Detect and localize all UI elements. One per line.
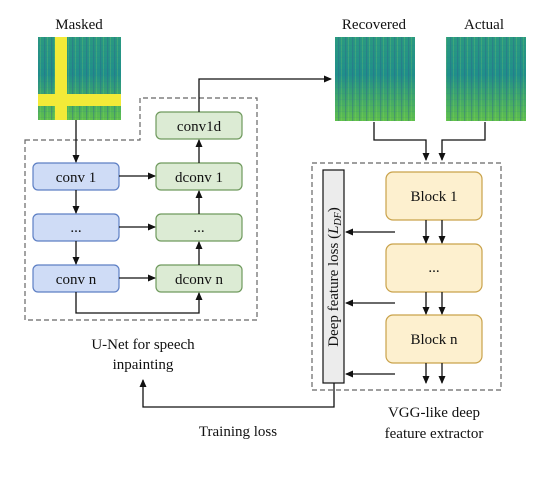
actual-label: Actual [464,17,504,33]
masked-label: Masked [55,17,103,33]
deep-feature-loss-label: Deep feature loss (LDF) [326,207,344,347]
vgg-block-1 [385,171,483,221]
masked-spectrogram [38,37,121,120]
unet-caption-line2: inpainting [113,357,174,373]
recovered-label: Recovered [342,17,407,33]
mask-vertical-band [55,37,67,120]
unet-dashed-border [24,97,258,321]
encoder-label-convn: conv n [56,272,97,288]
vgg-block-n-label: Block n [410,332,458,348]
recovered-spectrogram [335,37,415,121]
vgg-block-middle [385,243,483,293]
unet-caption-line1: U-Net for speech [91,337,195,353]
decoder-label-dconvn: dconv n [175,272,223,288]
vgg-caption-line2: feature extractor [385,426,484,442]
vgg-block-n [385,314,483,364]
encoder-label-middle: ... [70,220,81,236]
training-loss-label: Training loss [199,424,277,440]
decoder-label-dconv1: dconv 1 [175,170,223,186]
encoder-label-conv1: conv 1 [56,170,96,186]
actual-spectrogram [446,37,526,121]
decoder-label-conv1d: conv1d [177,119,222,135]
unet-arrows [72,75,332,314]
vgg-block-1-label: Block 1 [410,189,457,205]
vgg-block-middle-label: ... [428,260,439,276]
decoder-label-middle: ... [193,220,204,236]
vgg-caption-line1: VGG-like deep [388,405,480,421]
mask-horizontal-band [38,94,121,106]
vgg-arrows [139,122,486,408]
